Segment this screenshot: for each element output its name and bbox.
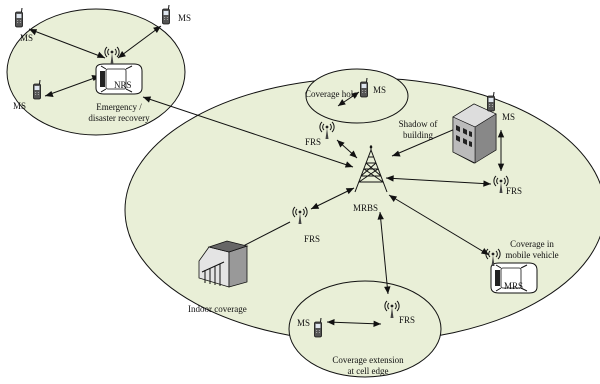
ms-label: MS [373,85,386,95]
nrs-label: NRS [114,80,132,90]
mrs-label: MRS [504,281,523,291]
ms-phone-icon [487,91,495,112]
frs-label: FRS [304,234,320,244]
indoor-label: Indoor coverage [188,304,247,314]
frs-label: FRS [305,137,321,147]
mrbs-tower-icon [354,145,388,193]
ms-label: MS [502,112,515,122]
ms-phone-icon [162,4,170,25]
emergency-label: Emergency / [96,102,142,112]
labels: MS MS MS MS MS MS NRS FRS FRS FRS FRS MR… [13,13,559,376]
ms-label: MS [13,101,26,111]
coverage-hole-label: Coverage hole [305,89,357,99]
shadow-label-line2: building [403,130,434,140]
coverage-hole-area [305,68,409,124]
vehicle-label-line2: mobile vehicle [505,250,558,260]
indoor-building-icon [198,240,249,288]
ms-phone-icon [15,7,23,28]
office-building-icon [452,103,497,164]
frs-label: FRS [506,186,522,196]
ms-label: MS [178,13,191,23]
edge-label: Coverage extension [332,355,404,365]
mrbs-label: MRBS [353,203,378,213]
frs-label: FRS [399,315,415,325]
ms-label: MS [297,318,310,328]
cell-edge-area [288,280,442,378]
shadow-label: Shadow of [399,119,438,129]
emergency-label-line2: disaster recovery [88,113,150,123]
ms-label: MS [20,33,33,43]
vehicle-label: Coverage in [510,239,554,249]
edge-label-line2: at cell edge [348,366,389,376]
